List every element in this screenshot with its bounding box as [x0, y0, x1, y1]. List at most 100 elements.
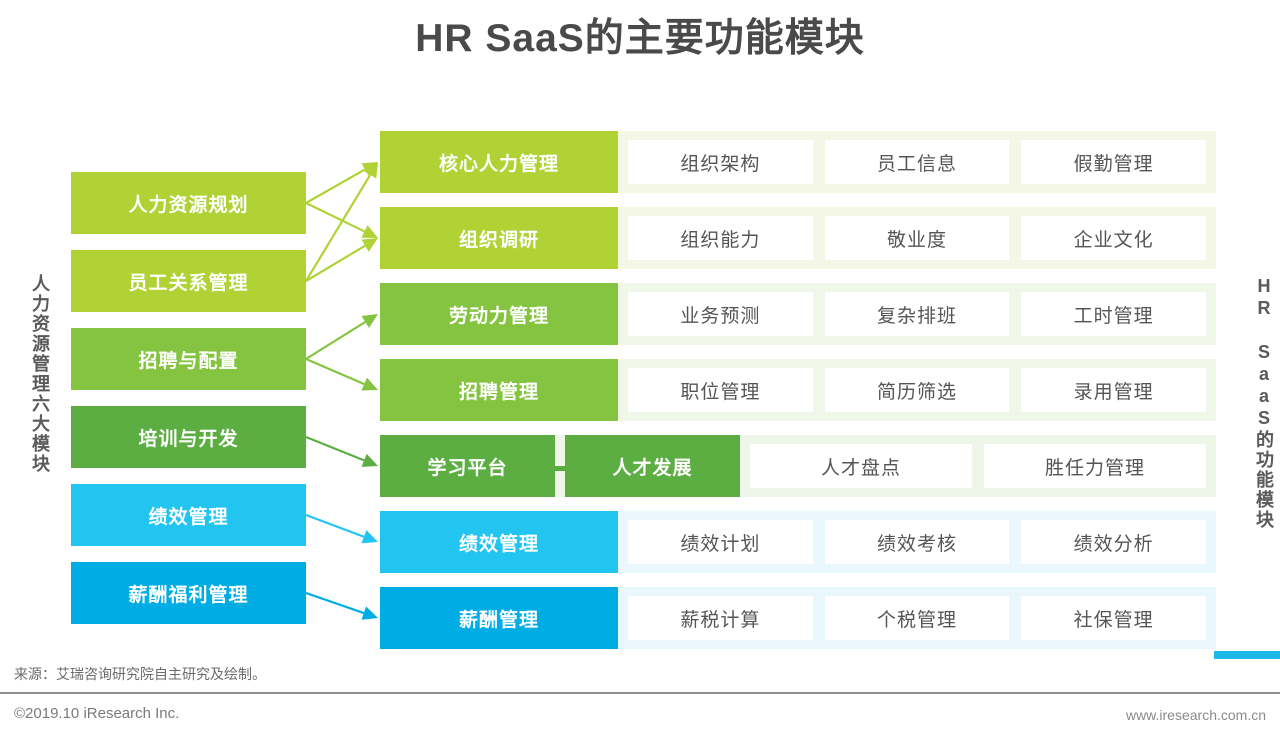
feature-cell-label: 组织架构	[680, 153, 761, 175]
row-head-label: 招聘管理	[458, 381, 539, 403]
connector-arrowhead-icon	[361, 453, 378, 467]
row-head-5[interactable]: 学习平台	[380, 435, 555, 497]
left-module-label: 人力资源规划	[128, 194, 249, 216]
website-link[interactable]: www.iresearch.com.cn	[1125, 707, 1266, 723]
row-head-1[interactable]: 核心人力管理	[380, 131, 618, 193]
left-module-box-2[interactable]: 员工关系管理	[71, 250, 306, 312]
feature-cell[interactable]: 人才盘点	[750, 444, 972, 488]
feature-cell-label: 工时管理	[1073, 305, 1154, 327]
feature-cell[interactable]: 工时管理	[1021, 292, 1207, 336]
connector-line	[305, 357, 365, 386]
feature-cell[interactable]: 员工信息	[824, 140, 1010, 184]
feature-cell-label: 绩效考核	[877, 533, 958, 555]
connector-arrowhead-icon	[361, 238, 378, 252]
left-module-box-1[interactable]: 人力资源规划	[71, 172, 306, 234]
right-function-rows: 核心人力管理 组织架构 员工信息 假勤管理组织调研 组织能力 敬业度 企业文化劳动力管理 业务…	[380, 131, 1216, 649]
feature-cell-label: 绩效分析	[1073, 533, 1154, 555]
feature-cell-label: 薪税计算	[680, 609, 761, 631]
feature-cell[interactable]: 组织架构	[628, 140, 813, 184]
source-note: 来源：艾瑞咨询研究院自主研究及绘制。	[14, 666, 266, 682]
connector-line	[305, 321, 366, 360]
row-head-label: 组织调研	[458, 229, 539, 251]
row-head-3[interactable]: 劳动力管理	[380, 283, 618, 345]
function-row-6: 绩效管理 绩效计划 绩效考核 绩效分析	[380, 511, 1216, 573]
feature-cell[interactable]: 简历筛选	[824, 368, 1010, 412]
row-cells-6: 绩效计划 绩效考核 绩效分析	[618, 511, 1216, 573]
left-module-box-4[interactable]: 培训与开发	[71, 406, 306, 468]
function-row-2: 组织调研 组织能力 敬业度 企业文化	[380, 207, 1216, 269]
connector-arrowhead-icon	[361, 162, 378, 176]
row-cells-1: 组织架构 员工信息 假勤管理	[618, 131, 1216, 193]
row-head-label: 学习平台	[427, 457, 508, 479]
row-head-label: 绩效管理	[458, 533, 539, 555]
feature-cell[interactable]: 企业文化	[1021, 216, 1207, 260]
copyright-text: ©2019.10 iResearch Inc.	[14, 705, 180, 722]
feature-cell[interactable]: 组织能力	[628, 216, 813, 260]
connector-line	[305, 513, 365, 538]
page-title: HR SaaS的主要功能模块	[415, 17, 865, 60]
left-module-label: 薪酬福利管理	[128, 584, 249, 606]
row-cells-3: 业务预测 复杂排班 工时管理	[618, 283, 1216, 345]
row-head-label: 薪酬管理	[458, 609, 539, 631]
row-cells-7: 薪税计算 个税管理 社保管理	[618, 587, 1216, 649]
function-row-7: 薪酬管理 薪税计算 个税管理 社保管理	[380, 587, 1216, 649]
connector-line	[305, 174, 372, 282]
feature-cell[interactable]: 业务预测	[628, 292, 813, 336]
feature-cell[interactable]: 绩效考核	[824, 520, 1010, 564]
connector-arrowhead-icon	[361, 314, 378, 328]
feature-cell-label: 简历筛选	[877, 381, 958, 403]
feature-cell[interactable]: 薪税计算	[628, 596, 813, 640]
row-head-2[interactable]: 组织调研	[380, 207, 618, 269]
right-axis-label: HR SaaS的功能模块	[1254, 276, 1274, 530]
feature-cell-label: 个税管理	[877, 609, 958, 631]
row-head-label: 核心人力管理	[438, 153, 559, 175]
left-module-column: 人力资源规划员工关系管理招聘与配置培训与开发绩效管理薪酬福利管理	[71, 172, 306, 624]
feature-cell[interactable]: 个税管理	[824, 596, 1010, 640]
left-module-box-5[interactable]: 绩效管理	[71, 484, 306, 546]
feature-cell-label: 复杂排班	[877, 305, 958, 327]
feature-cell[interactable]: 绩效计划	[628, 520, 813, 564]
footer-divider	[0, 692, 1280, 694]
row-cells-4: 职位管理 简历筛选 录用管理	[618, 359, 1216, 421]
connector-line	[305, 202, 365, 233]
feature-cell-label: 假勤管理	[1073, 153, 1154, 175]
feature-cell[interactable]: 录用管理	[1021, 368, 1207, 412]
connector-arrowhead-icon	[364, 162, 378, 179]
feature-cell-label: 社保管理	[1073, 609, 1154, 631]
feature-cell-label: 敬业度	[887, 229, 948, 251]
row-head-label: 劳动力管理	[448, 305, 549, 327]
connector-arrowhead-icon	[361, 377, 378, 391]
feature-cell[interactable]: 社保管理	[1021, 596, 1207, 640]
connector-arrowhead-icon	[361, 606, 378, 620]
feature-cell[interactable]: 绩效分析	[1021, 520, 1207, 564]
connector-line	[305, 435, 365, 462]
left-module-label: 培训与开发	[138, 428, 239, 450]
connector-line	[305, 591, 365, 615]
left-module-box-3[interactable]: 招聘与配置	[71, 328, 306, 390]
feature-cell-label: 业务预测	[680, 305, 761, 327]
row-head-6[interactable]: 绩效管理	[380, 511, 618, 573]
row-head-secondary-5[interactable]: 人才发展	[565, 435, 740, 497]
row-head-secondary-label: 人才发展	[612, 457, 693, 479]
function-row-3: 劳动力管理 业务预测 复杂排班 工时管理	[380, 283, 1216, 345]
function-row-4: 招聘管理 职位管理 简历筛选 录用管理	[380, 359, 1216, 421]
feature-cell[interactable]: 假勤管理	[1021, 140, 1207, 184]
feature-cell-label: 企业文化	[1073, 229, 1154, 251]
left-module-label: 招聘与配置	[138, 350, 239, 372]
feature-cell[interactable]: 职位管理	[628, 368, 813, 412]
row-head-4[interactable]: 招聘管理	[380, 359, 618, 421]
connector-arrowhead-icon	[361, 530, 378, 544]
feature-cell[interactable]: 胜任力管理	[984, 444, 1206, 488]
feature-cell[interactable]: 复杂排班	[824, 292, 1010, 336]
feature-cell[interactable]: 敬业度	[824, 216, 1010, 260]
connector-line	[305, 168, 366, 204]
left-axis-label: 人力资源管理六大模块	[30, 274, 50, 474]
feature-cell-label: 职位管理	[680, 381, 761, 403]
function-row-1: 核心人力管理 组织架构 员工信息 假勤管理	[380, 131, 1216, 193]
left-module-box-6[interactable]: 薪酬福利管理	[71, 562, 306, 624]
accent-bar	[1214, 651, 1280, 659]
row-split-dash	[555, 466, 565, 471]
row-head-7[interactable]: 薪酬管理	[380, 587, 618, 649]
feature-cell-label: 胜任力管理	[1044, 457, 1145, 479]
feature-cell-label: 人才盘点	[820, 457, 901, 479]
